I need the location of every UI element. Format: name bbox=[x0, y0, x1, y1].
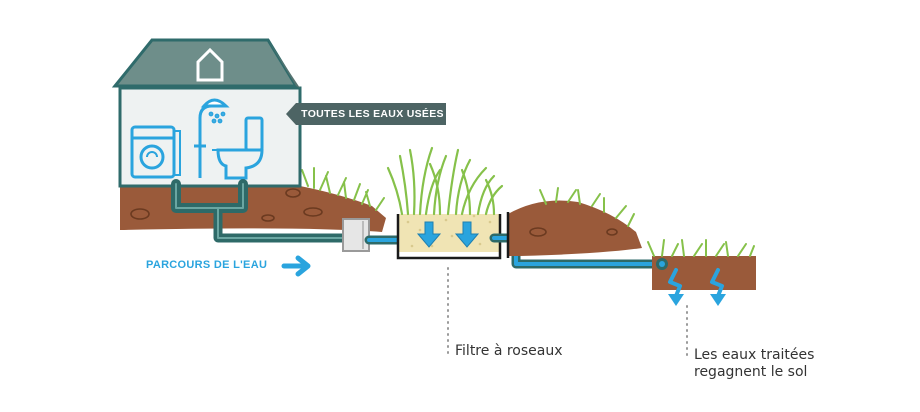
zigzag-arrow-heads bbox=[668, 294, 726, 306]
house-soil bbox=[120, 186, 386, 232]
reed-filter-gravel bbox=[398, 214, 500, 252]
treated-water-line1: Les eaux traitées bbox=[694, 347, 815, 363]
leader-lines bbox=[447, 267, 688, 357]
grass-icon bbox=[647, 239, 755, 257]
reed-plants-icon bbox=[386, 146, 504, 216]
water-path-label: PARCOURS DE L'EAU bbox=[146, 259, 268, 271]
reed-filter-label: Filtre à roseaux bbox=[455, 343, 563, 359]
middle-pebbles bbox=[529, 227, 618, 237]
zigzag-arrow-icon bbox=[668, 268, 724, 298]
arrow-down-icon bbox=[416, 221, 480, 248]
washing-machine-icon bbox=[130, 125, 181, 179]
grass-icon bbox=[539, 187, 635, 227]
house-drain-pipes bbox=[171, 179, 351, 243]
treated-water-label: Les eaux traitées regagnent le sol bbox=[694, 347, 814, 381]
wastewater-tag bbox=[286, 103, 446, 125]
wastewater-label: TOUTES LES EAUX USÉES bbox=[301, 108, 444, 120]
infiltration-soil bbox=[652, 256, 756, 290]
grass-icon bbox=[301, 167, 385, 211]
toilet-icon bbox=[212, 116, 264, 180]
middle-soil bbox=[508, 200, 642, 256]
shower-icon bbox=[194, 98, 230, 178]
treated-water-line2: regagnent le sol bbox=[694, 364, 808, 380]
septic-box-icon bbox=[342, 218, 370, 252]
pipe-end-inner bbox=[659, 261, 665, 267]
arrow-right-icon bbox=[281, 255, 311, 277]
soil-pebbles bbox=[130, 188, 323, 222]
